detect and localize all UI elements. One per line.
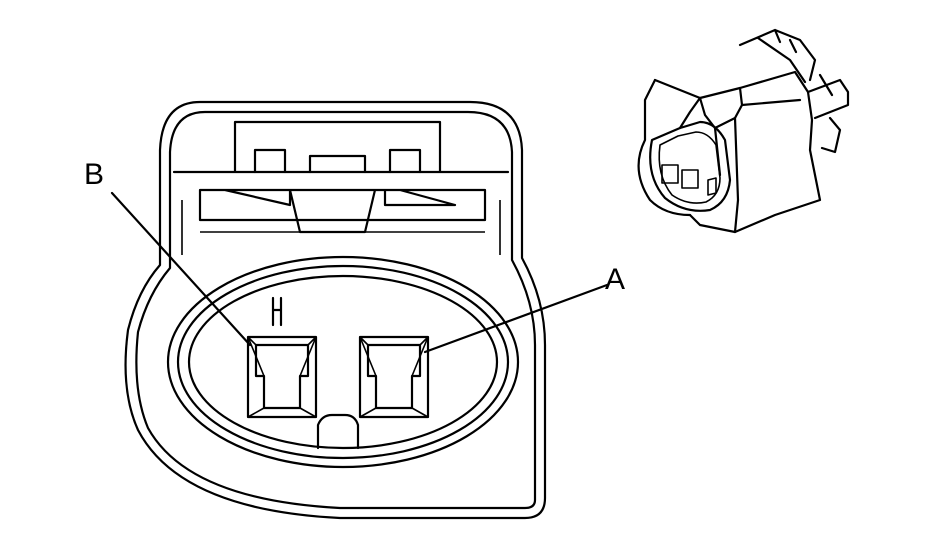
terminal-b-cavity — [246, 335, 318, 419]
housing-inner-outline — [135, 110, 537, 510]
iso-rear-tab — [806, 73, 850, 154]
iso-pin-b — [661, 164, 679, 184]
housing-outer-outline — [124, 100, 547, 520]
connector-face-view — [110, 100, 609, 520]
connector-isometric-view — [637, 28, 850, 234]
leader-line-b — [110, 191, 252, 347]
iso-key — [707, 177, 717, 196]
key-slot — [316, 413, 360, 450]
seal-ring-middle — [176, 264, 510, 460]
iso-face-inner — [658, 131, 721, 204]
leader-line-a — [423, 283, 609, 354]
iso-right-side — [713, 98, 802, 234]
latch-base — [181, 200, 501, 255]
iso-pin-a — [681, 169, 699, 189]
iso-latch — [738, 28, 817, 84]
callout-label-b: B — [84, 158, 105, 191]
terminal-a-cavity — [358, 335, 430, 419]
alignment-post — [271, 296, 283, 327]
latch-tab — [253, 148, 422, 174]
seal-ring-outer — [166, 255, 520, 469]
seal-ring-inner — [187, 274, 499, 450]
iso-body-front — [653, 70, 822, 234]
latch-ramp — [198, 188, 487, 234]
latch-frame — [172, 120, 510, 174]
iso-body-left — [637, 78, 692, 217]
callout-label-a: A — [605, 263, 626, 296]
iso-top-edges — [678, 86, 744, 130]
